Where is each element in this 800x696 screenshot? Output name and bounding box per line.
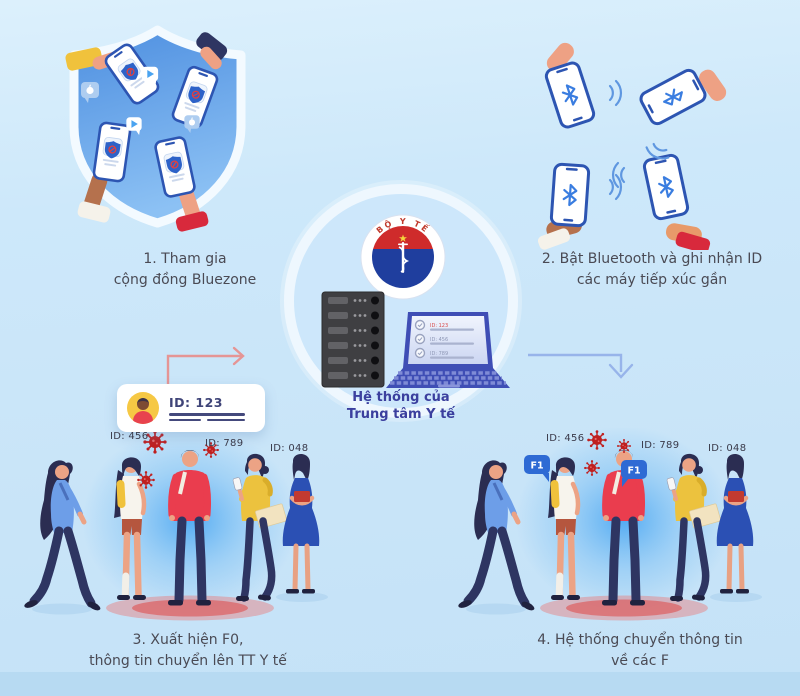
f1-label: F1 — [530, 461, 543, 472]
redacted-line — [207, 418, 245, 422]
step4-caption: 4. Hệ thống chuyển thông tin về các F — [490, 630, 790, 672]
id-card: ID: 123 — [117, 384, 265, 432]
white-sleeve — [537, 228, 571, 250]
step3-caption: 3. Xuất hiện F0, thông tin chuyển lên TT… — [38, 630, 338, 672]
id-label: ID: 048 — [708, 443, 747, 454]
people-group — [23, 428, 328, 621]
id-label: ID: 456 — [110, 431, 149, 442]
laptop-row-id: ID: 789 — [430, 351, 448, 357]
center-caption-line2: Trung tâm Y tế — [346, 406, 456, 422]
redacted-line — [169, 418, 201, 422]
hand-icon — [699, 69, 727, 101]
laptop-row-id: ID: 123 — [430, 323, 448, 329]
step4-line1: 4. Hệ thống chuyển thông tin — [537, 632, 743, 648]
arrow-to-center-icon — [166, 346, 245, 394]
star-icon — [399, 234, 407, 242]
smartphone-bluetooth-icon — [641, 152, 691, 222]
ministry-of-health-logo: BỘ Y TẾ MINISTRY OF HEALTH — [360, 214, 446, 300]
id-label: ID: 048 — [270, 443, 309, 454]
laptop-row-id: ID: 456 — [430, 337, 448, 343]
people-group — [457, 428, 762, 621]
hand-icon — [546, 42, 574, 72]
hand-icon — [200, 46, 222, 70]
bluezone-community-shield — [65, 25, 246, 232]
redacted-line — [169, 412, 245, 416]
card-id-text: ID: 123 — [169, 394, 223, 410]
step2-caption: 2. Bật Bluetooth và ghi nhận ID các máy … — [518, 249, 786, 291]
footer-band — [0, 672, 800, 696]
step3-line2: thông tin chuyển lên TT Y tế — [89, 653, 287, 669]
crowd-left — [18, 428, 338, 628]
f1-label: F1 — [627, 466, 640, 477]
step2-line1: 2. Bật Bluetooth và ghi nhận ID — [541, 251, 763, 267]
signal-waves-icon — [608, 173, 623, 201]
id-label: ID: 789 — [205, 438, 244, 449]
arrow-from-center-icon — [528, 353, 634, 379]
id-label: ID: 789 — [641, 440, 680, 451]
f1-speech-bubble: F1 — [524, 455, 550, 482]
server-icon — [321, 291, 385, 388]
step3-line1: 3. Xuất hiện F0, — [132, 632, 244, 648]
signal-waves-icon — [611, 161, 626, 189]
avatar — [127, 392, 159, 424]
smartphone-bluezone-app-icon — [91, 120, 133, 184]
signal-waves-icon — [608, 79, 623, 107]
id-label: ID: 456 — [546, 433, 585, 444]
step2-line2: các máy tiếp xúc gần — [576, 272, 728, 288]
laptop-icon: ID: 123 ID: 456 ID: 789 — [386, 312, 510, 388]
avatar-body — [133, 411, 153, 424]
step1-line1: 1. Tham gia — [143, 251, 227, 267]
snake-icon — [398, 246, 410, 273]
smartphone-bluetooth-icon — [637, 66, 709, 128]
red-sleeve — [175, 211, 209, 232]
server-and-laptop: ID: 123 ID: 456 ID: 789 — [321, 291, 510, 388]
crowd-right: F1 F1 — [452, 428, 772, 628]
step4-line2: về các F — [611, 653, 669, 669]
smartphone-bluetooth-icon — [549, 162, 591, 228]
step1-line2: cộng đồng Bluezone — [113, 272, 257, 288]
navy-sleeve — [196, 32, 228, 61]
white-sleeve — [77, 201, 111, 223]
laptop-contact-list: ID: 123 ID: 456 ID: 789 — [414, 319, 474, 359]
f1-speech-bubble: F1 — [621, 460, 647, 487]
red-sleeve — [675, 231, 711, 250]
bluetooth-phones-illustration — [537, 42, 727, 250]
smartphone-bluetooth-icon — [543, 59, 597, 131]
avatar-head — [137, 398, 149, 410]
center-caption-line1: Hệ thống của — [352, 390, 450, 405]
step1-caption: 1. Tham gia cộng đồng Bluezone — [60, 249, 310, 291]
center-caption: Hệ thống của Trung tâm Y tế — [294, 390, 508, 424]
health-center-system-circle: BỘ Y TẾ MINISTRY OF HEALTH — [284, 184, 518, 422]
